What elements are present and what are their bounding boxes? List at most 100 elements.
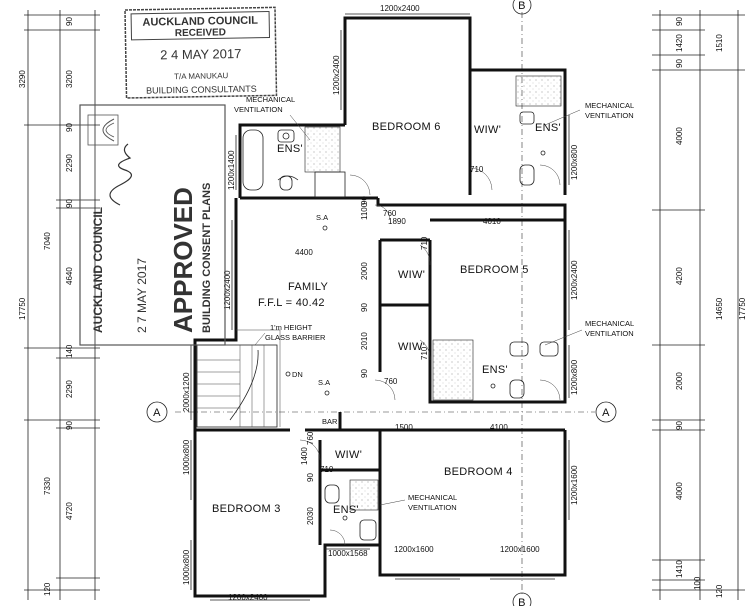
note-mech-4a: MECHANICAL [408,493,457,502]
stamp-received-council: AUCKLAND COUNCIL [142,15,258,29]
label-wiw-6: WIW' [474,124,501,136]
dim-710-b: 710 [420,236,429,250]
council-logo-icon [87,114,119,146]
stamp-received-dept: BUILDING CONSULTANTS [146,84,257,96]
dim-1100: 1100 [360,202,369,220]
note-mech-2a: MECHANICAL [585,101,634,110]
dim-1400: 1400 [300,447,309,465]
note-mech-3b: VENTILATION [585,329,634,338]
label-sa-2: S.A [318,378,330,387]
dim-bed6-left-window: 1200x2400 [332,55,341,95]
note-mech-2b: VENTILATION [585,111,634,120]
dim-stair-window-2: 1000x800 [182,439,191,475]
dim-left-2290: 2290 [65,154,74,172]
dim-90-b: 90 [360,303,369,312]
dim-bed5-window-right: 1200x2400 [570,260,579,300]
note-glass-2: GLASS BARRIER [265,333,326,342]
dim-top-window: 1200x2400 [380,4,420,13]
label-wiw-5a: WIW' [398,269,425,281]
dim-right-14650: 14650 [715,297,724,320]
stamp-approved-council: AUCKLAND COUNCIL [91,207,105,333]
dim-left-4640: 4640 [65,267,74,285]
label-ens-3: ENS' [333,504,359,516]
dim-710-c: 710 [420,346,429,360]
dim-bed4-window-b2: 1200x1600 [500,545,540,554]
dim-4010: 4010 [483,217,501,226]
dim-left-17750: 17750 [18,297,27,320]
dim-4100: 4100 [490,423,508,432]
dim-right-4000b: 4000 [675,482,684,500]
dim-ens6-window: 1200x1400 [227,150,236,190]
stamp-received-status: RECEIVED [175,27,226,39]
dim-right-2000: 2000 [675,372,684,390]
stamp-received-date: 2 4 MAY 2017 [160,46,241,62]
signature-icon [109,143,132,206]
dim-left-7040: 7040 [43,232,52,250]
grid-b-top: B [518,0,526,12]
ensuite-3-fixtures [324,479,379,541]
note-mech-4b: VENTILATION [408,503,457,512]
label-ens-6: ENS' [277,143,303,155]
label-bedroom-3: BEDROOM 3 [212,503,281,515]
dim-1500: 1500 [395,423,413,432]
label-dn: DN [292,370,303,379]
dim-left-3200: 3200 [65,70,74,88]
exterior-walls [193,16,567,598]
dim-90-c: 90 [360,369,369,378]
dim-right-4000a: 4000 [675,127,684,145]
dim-left-4720: 4720 [65,502,74,520]
note-mech-1a: MECHANICAL [246,95,295,104]
dim-family-window: 1200x2400 [223,270,232,310]
dim-right-90b: 90 [675,59,684,68]
dim-bed3-ens-window: 1000x1568 [328,549,368,558]
ensuite-6-fixtures [242,126,346,198]
dim-bed4-window-b1: 1200x1600 [394,545,434,554]
ensuite-right-top-fixtures [515,75,562,186]
note-mech-3a: MECHANICAL [585,319,634,328]
label-ffl: F.F.L = 40.42 [258,297,325,309]
stairs [196,344,278,428]
label-sa-1: S.A [316,213,328,222]
label-family: FAMILY [288,281,328,293]
windows [190,13,570,601]
dim-bed3-window-bottom: 1200x2400 [228,593,268,602]
dim-right-100: 100 [693,576,702,590]
dim-90-d: 90 [306,473,315,482]
dim-4400: 4400 [295,248,313,257]
dim-right-4200: 4200 [675,267,684,285]
dim-bed6-ens-window: 1200x800 [570,144,579,180]
dim-760-b: 760 [384,377,398,386]
right-dimensions: 90 1420 1510 90 4000 4200 14650 17750 20… [652,10,747,600]
ensuite-5-fixtures [432,339,559,401]
dim-bed3-window-left: 1000x800 [182,549,191,585]
stamp-approved-status: APPROVED [168,187,198,333]
dim-760-c: 760 [306,431,315,445]
label-wiw-5b: WIW' [398,341,425,353]
stamp-approved-date: 2 7 MAY 2017 [135,258,149,333]
grid-b-bottom: B [518,597,526,606]
smoke-alarm-icon [322,225,328,231]
doors [299,164,561,546]
left-dimensions: 90 3290 3200 90 2290 90 7040 4640 17750 … [18,10,100,600]
dim-bed4-window-right: 1200x1600 [570,465,579,505]
dim-left-2290b: 2290 [65,380,74,398]
dim-2010: 2010 [360,332,369,350]
dim-right-17750: 17750 [738,297,747,320]
dim-left-90b: 90 [65,123,74,132]
dim-left-90d: 90 [65,421,74,430]
dim-left-3290: 3290 [18,70,27,88]
arrow-dot-icon [285,371,291,377]
smoke-alarm-icon [324,390,330,396]
dim-right-90a: 90 [675,17,684,26]
dim-left-140: 140 [65,344,74,358]
stamp-received-office: T/A MANUKAU [174,71,229,81]
dim-right-90c: 90 [675,421,684,430]
dim-right-1420: 1420 [675,34,684,52]
dim-right-1510: 1510 [715,34,724,52]
label-bar: BAR [322,417,338,426]
dim-ens5-window: 1200x800 [570,359,579,395]
glass-barrier [236,329,281,427]
dim-left-7330: 7330 [43,477,52,495]
dim-right-1410: 1410 [675,560,684,578]
dim-left-90c: 90 [65,199,74,208]
